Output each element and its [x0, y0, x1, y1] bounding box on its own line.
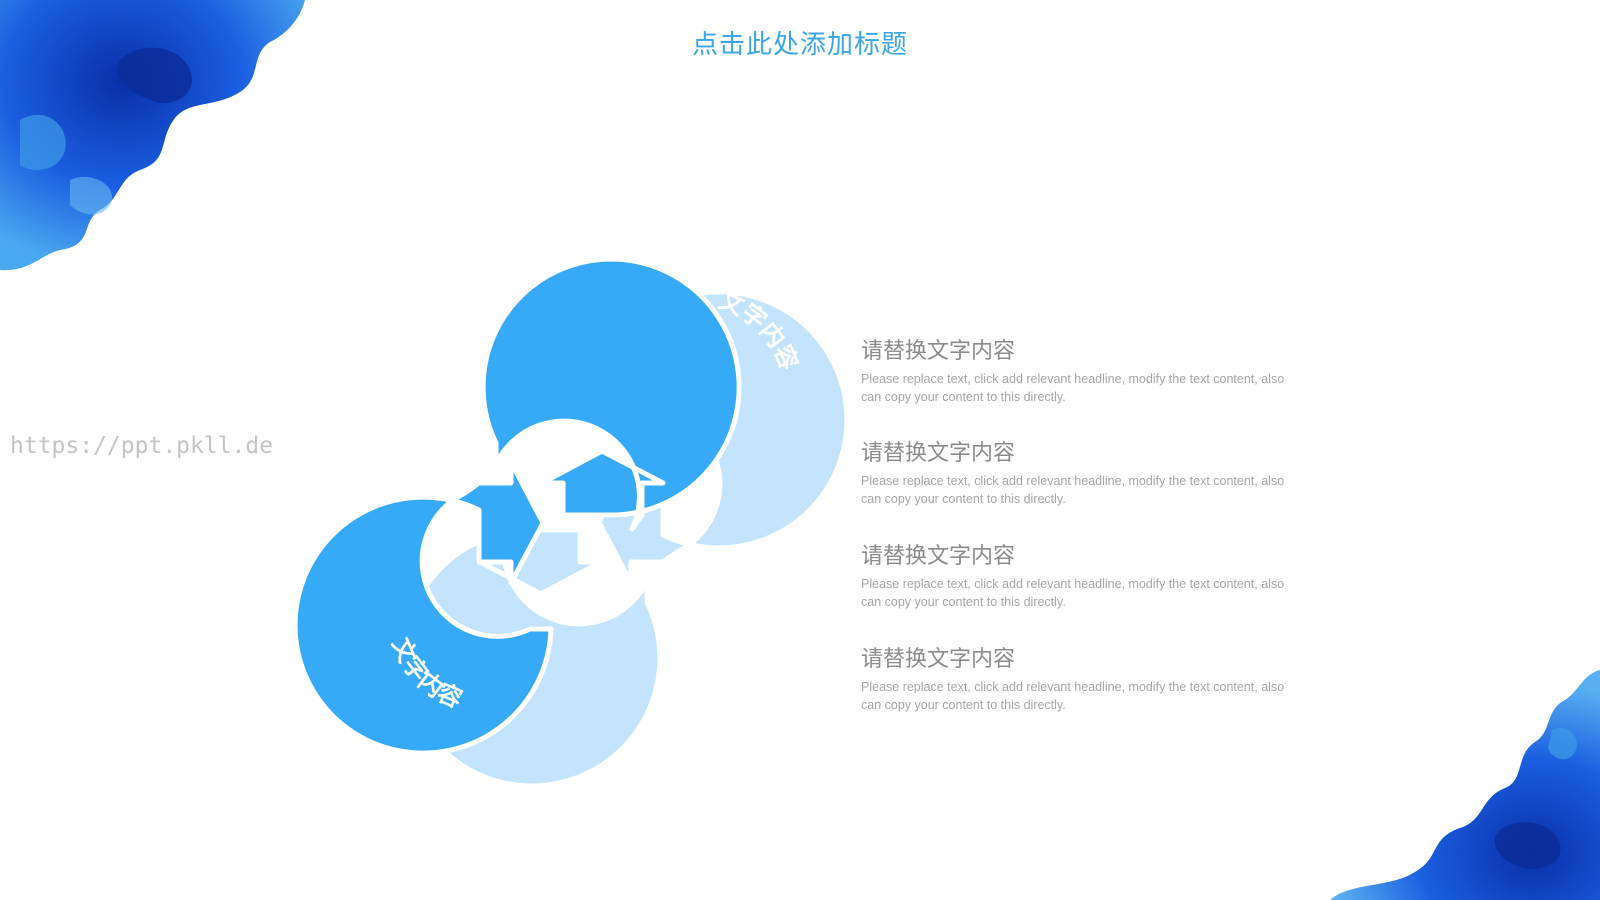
petal-label-bottom-right: 文字内容	[709, 634, 789, 714]
info-item-3: 请替换文字内容 Please replace text, click add r…	[861, 543, 1301, 611]
info-item-4: 请替换文字内容 Please replace text, click add r…	[861, 646, 1301, 714]
info-body[interactable]: Please replace text, click add relevant …	[861, 575, 1301, 611]
info-item-1: 请替换文字内容 Please replace text, click add r…	[861, 338, 1301, 406]
info-item-2: 请替换文字内容 Please replace text, click add r…	[861, 440, 1301, 508]
info-body[interactable]: Please replace text, click add relevant …	[861, 370, 1301, 406]
info-heading[interactable]: 请替换文字内容	[861, 440, 1301, 468]
info-heading[interactable]: 请替换文字内容	[861, 543, 1301, 571]
petal-label-top-left: 文字内容	[372, 286, 460, 374]
info-body[interactable]: Please replace text, click add relevant …	[861, 678, 1301, 714]
info-heading[interactable]: 请替换文字内容	[861, 646, 1301, 674]
info-heading[interactable]: 请替换文字内容	[861, 338, 1301, 366]
info-body[interactable]: Please replace text, click add relevant …	[861, 472, 1301, 508]
